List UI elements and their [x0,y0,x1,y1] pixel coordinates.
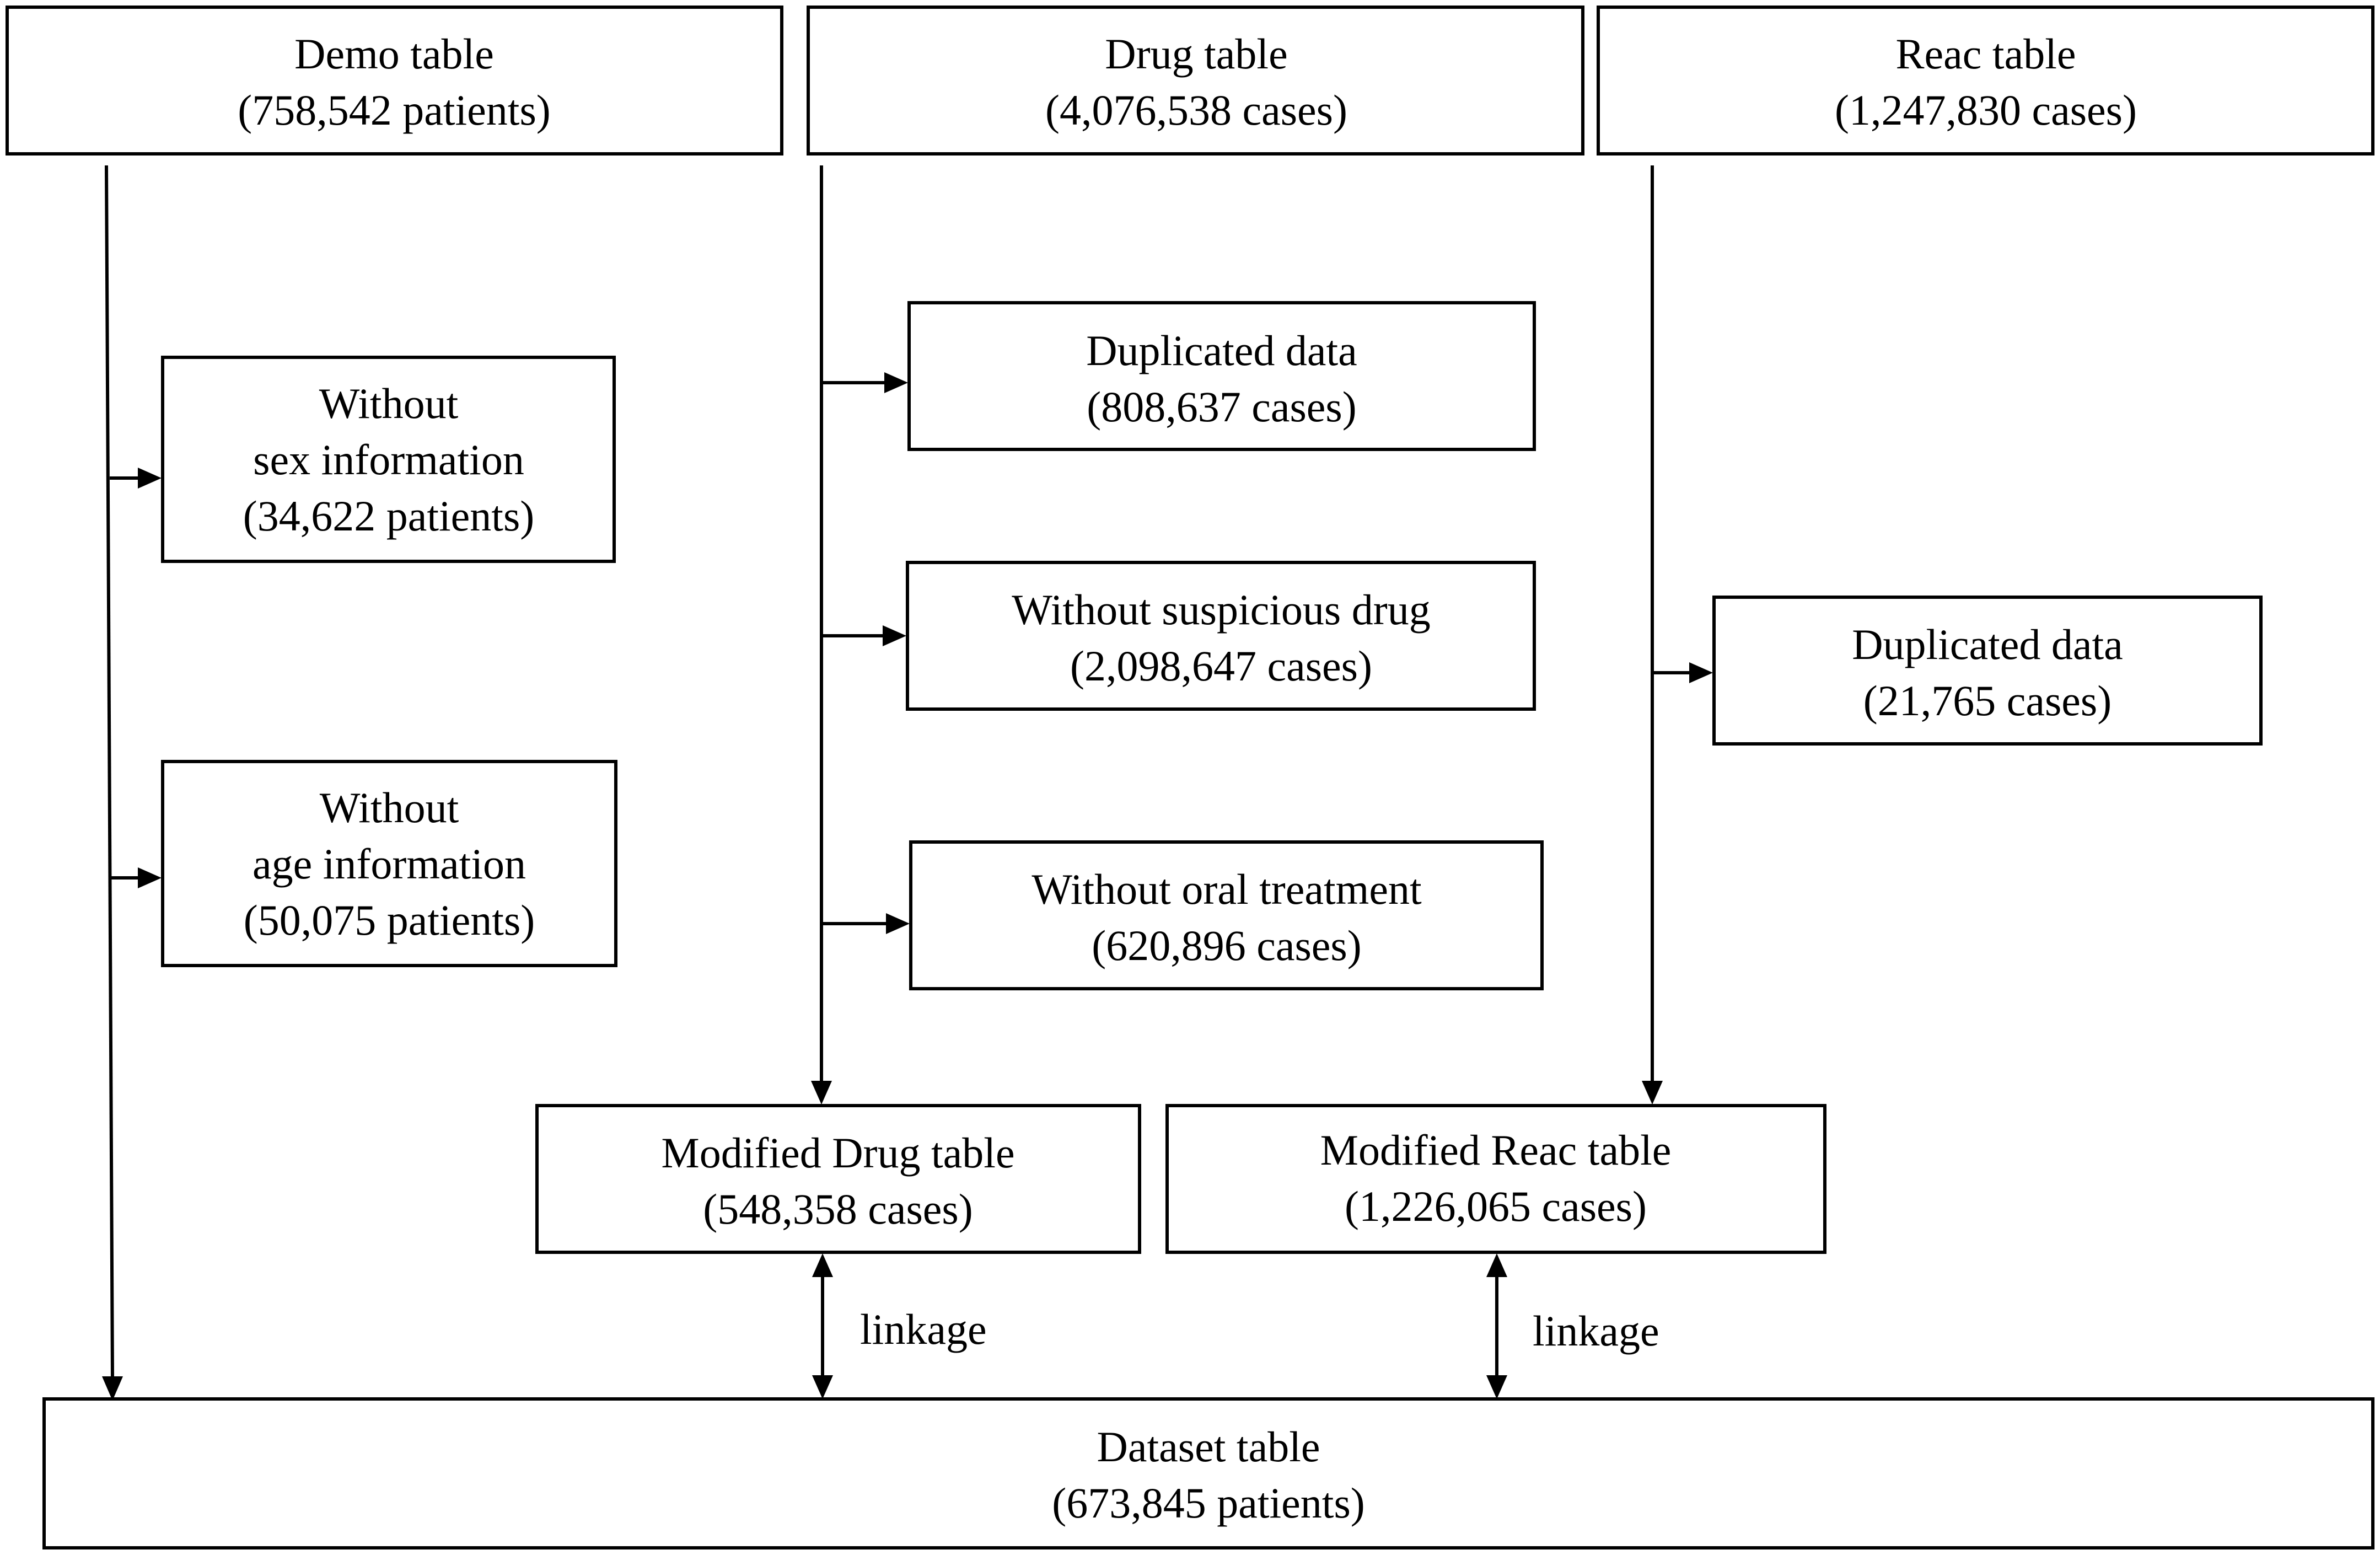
drug-duplicated-count: (808,637 cases) [1087,383,1357,431]
node-without-age-information: Without age information (50,075 patients… [161,760,617,967]
reac-linkage-label: linkage [1533,1307,1659,1355]
node-dataset-table: Dataset table (673,845 patients) [42,1397,2374,1549]
without-oral-title: Without oral treatment [1031,865,1422,913]
edge-drug-to-without-suspicious [821,625,906,646]
edge-modified-drug-linkage: linkage [812,1253,987,1399]
drug-table-count: (4,076,538 cases) [1045,86,1347,134]
without-suspicious-count: (2,098,647 cases) [1070,642,1372,690]
edge-drug-to-modified-drug [811,165,832,1104]
without-suspicious-title: Without suspicious drug [1012,586,1431,634]
modified-reac-count: (1,226,065 cases) [1345,1182,1647,1230]
dataset-title: Dataset table [1097,1423,1320,1471]
without-sex-count: (34,622 patients) [243,492,535,540]
node-reac-duplicated-data: Duplicated data (21,765 cases) [1712,596,2263,746]
demo-table-title: Demo table [294,30,494,78]
edge-drug-to-without-oral [821,913,910,934]
edge-demo-to-without-sex [110,468,162,489]
without-age-line-2: age information [252,840,526,888]
reac-table-title: Reac table [1896,30,2076,78]
reac-duplicated-count: (21,765 cases) [1863,677,2112,725]
without-age-line-1: Without [320,784,459,832]
node-modified-reac-table: Modified Reac table (1,226,065 cases) [1165,1104,1826,1254]
node-reac-table: Reac table (1,247,830 cases) [1597,6,2374,156]
modified-drug-count: (548,358 cases) [703,1185,973,1233]
edge-modified-reac-linkage: linkage [1486,1253,1659,1399]
drug-table-title: Drug table [1105,30,1287,78]
node-drug-duplicated-data: Duplicated data (808,637 cases) [907,301,1536,451]
modified-drug-title: Modified Drug table [661,1129,1014,1177]
node-demo-table: Demo table (758,542 patients) [6,6,783,156]
edge-reac-to-duplicated [1652,662,1713,683]
without-age-count: (50,075 patients) [244,896,535,944]
dataset-count: (673,845 patients) [1052,1479,1365,1527]
node-without-sex-information: Without sex information (34,622 patients… [161,356,616,563]
node-drug-table: Drug table (4,076,538 cases) [807,6,1584,156]
node-modified-drug-table: Modified Drug table (548,358 cases) [535,1104,1141,1254]
edge-reac-to-modified-reac [1642,165,1663,1104]
without-sex-line-1: Without [319,379,459,427]
without-sex-line-2: sex information [253,436,524,484]
reac-table-count: (1,247,830 cases) [1835,86,2137,134]
without-oral-count: (620,896 cases) [1092,921,1362,969]
edge-demo-to-without-age [111,867,162,888]
reac-duplicated-title: Duplicated data [1852,620,2123,668]
node-without-oral-treatment: Without oral treatment (620,896 cases) [909,840,1544,990]
modified-reac-title: Modified Reac table [1320,1126,1672,1174]
edge-drug-to-duplicated [821,372,908,393]
drug-duplicated-title: Duplicated data [1086,326,1357,374]
node-without-suspicious-drug: Without suspicious drug (2,098,647 cases… [906,561,1536,711]
edge-demo-to-dataset [102,165,123,1401]
drug-linkage-label: linkage [860,1305,987,1353]
demo-table-count: (758,542 patients) [238,86,551,134]
